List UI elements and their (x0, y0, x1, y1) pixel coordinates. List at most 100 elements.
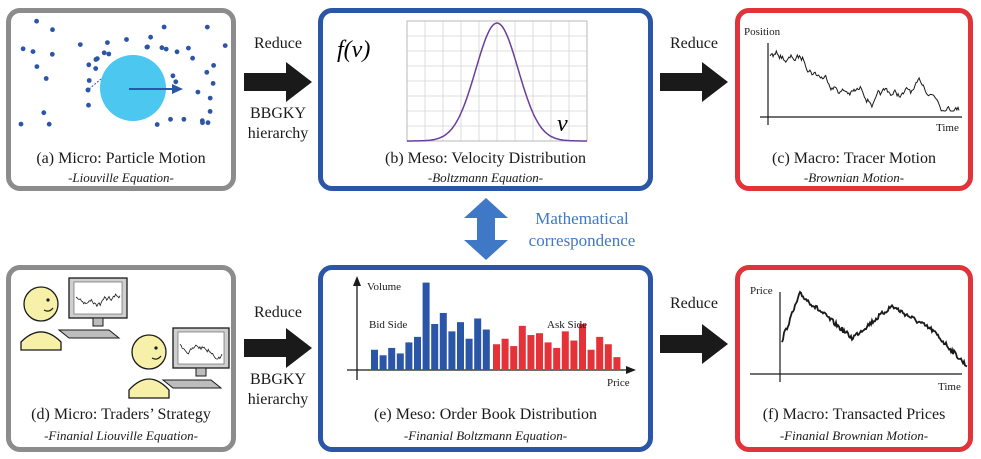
particle-dot (77, 42, 83, 47)
particle-dot (190, 55, 196, 61)
ask-bar (510, 346, 518, 370)
ask-bar (527, 335, 535, 370)
bid-bar (431, 324, 439, 370)
panel-particle-motion: (a) Micro: Particle Motion -Liouville Eq… (6, 8, 236, 191)
particle-dot (154, 122, 160, 127)
particle-dot (186, 45, 191, 51)
panel-c-title: (c) Macro: Tracer Motion (772, 150, 936, 167)
panel-order-book: Volume Price Bid Side Ask Side (e) Meso:… (318, 265, 653, 452)
price-chart: Price Time (750, 285, 968, 393)
tracer-path (769, 49, 960, 112)
panel-a-subtitle: -Liouville Equation- (68, 170, 174, 185)
arrow-right-icon (244, 328, 312, 368)
trader-1 (20, 277, 128, 351)
particle-dot (93, 57, 99, 62)
particle-dot (20, 46, 26, 52)
particle-dot (145, 44, 150, 50)
hierarchy-label-bottom: hierarchy (247, 391, 309, 408)
panel-tracer-motion: Position Time (c) Macro: Tracer Motion -… (735, 8, 973, 191)
particle-dot (210, 81, 216, 86)
bid-bar (474, 318, 482, 370)
ask-side-label: Ask Side (547, 319, 587, 331)
reduce-label-bottom-left: Reduce (254, 304, 302, 321)
particle-dot (41, 110, 47, 116)
particle-dot (163, 46, 169, 52)
brownian-chart: Position Time (744, 26, 962, 134)
particle-dot (174, 49, 180, 55)
particle-dot (205, 120, 211, 126)
c-xlabel: Time (936, 122, 959, 134)
trader-2-face-icon (131, 334, 167, 370)
particle-field (18, 18, 228, 127)
ask-bar (604, 344, 612, 370)
bid-bar (396, 353, 404, 370)
particle-dot (207, 95, 213, 101)
panel-d-subtitle: -Finanial Liouville Equation- (44, 428, 198, 443)
double-arrow-vertical-icon (464, 198, 508, 260)
particle-dot (207, 109, 213, 114)
particle-dot (43, 76, 49, 81)
ask-bar (536, 333, 543, 370)
particle-dot (148, 34, 154, 40)
panel-d-title: (d) Micro: Traders’ Strategy (31, 406, 211, 423)
particle-dot (159, 45, 165, 51)
ask-bar (501, 338, 509, 370)
particle-dot (222, 43, 228, 48)
ask-bar (570, 340, 578, 370)
particle-dot (18, 121, 24, 127)
f-ylabel: Price (750, 285, 773, 297)
bid-bar (448, 331, 456, 370)
arrow-right-icon (660, 62, 728, 102)
particle-dot (49, 51, 55, 57)
bid-bar (465, 338, 473, 370)
hierarchy-label-top: hierarchy (247, 125, 309, 142)
particle-dot (173, 79, 179, 85)
ask-bar (596, 336, 604, 370)
bid-bar (414, 336, 421, 370)
e-ylabel: Volume (367, 281, 401, 293)
panel-f-subtitle: -Finanial Brownian Motion- (779, 428, 929, 443)
velocity-curve (407, 22, 587, 142)
arrow-right-icon (244, 62, 312, 102)
bid-bar (379, 355, 387, 370)
particle-dot (124, 37, 129, 42)
correspondence-line-2: correspondence (528, 231, 636, 250)
b-ylabel: f(v) (337, 37, 370, 63)
reduce-label-top-left: Reduce (254, 35, 302, 52)
ask-bar (544, 342, 552, 370)
particle-dot (34, 64, 40, 69)
reduce-label-bottom-right: Reduce (670, 295, 718, 312)
bbgky-label-top: BBGKY (249, 105, 306, 122)
bid-bar (405, 342, 413, 370)
c-ylabel: Position (744, 26, 781, 38)
panel-a-title: (a) Micro: Particle Motion (36, 150, 206, 167)
particle-dot (86, 62, 92, 68)
particle-dot (93, 66, 99, 71)
panel-e-subtitle: -Finanial Boltzmann Equation- (403, 428, 568, 443)
gaussian-chart: f(v) v (337, 20, 588, 142)
ask-bar (553, 347, 561, 370)
e-xlabel: Price (607, 377, 630, 389)
particle-dot (106, 51, 112, 57)
bid-bar (439, 312, 447, 370)
particle-dot (34, 18, 39, 24)
ask-bar (587, 349, 595, 370)
particle-dot (101, 50, 107, 56)
particle-dot (86, 78, 92, 83)
particle-dot (170, 73, 176, 79)
bid-bar (371, 349, 378, 370)
panel-b-subtitle: -Boltzmann Equation- (427, 170, 544, 185)
ask-bar (579, 324, 586, 370)
traders-illustration (20, 277, 230, 399)
panel-traders-strategy: (d) Micro: Traders’ Strategy -Finanial L… (6, 265, 236, 452)
particle-dot (200, 120, 205, 126)
panel-b-title: (b) Meso: Velocity Distribution (384, 150, 587, 167)
particle-dot (46, 121, 52, 127)
price-path (781, 290, 968, 368)
particle-dot (181, 116, 187, 122)
panel-c-subtitle: -Brownian Motion- (803, 170, 905, 185)
ask-bar (561, 331, 569, 370)
bid-bar (457, 322, 464, 370)
ask-bar (518, 325, 526, 370)
particle-dot (30, 49, 36, 54)
